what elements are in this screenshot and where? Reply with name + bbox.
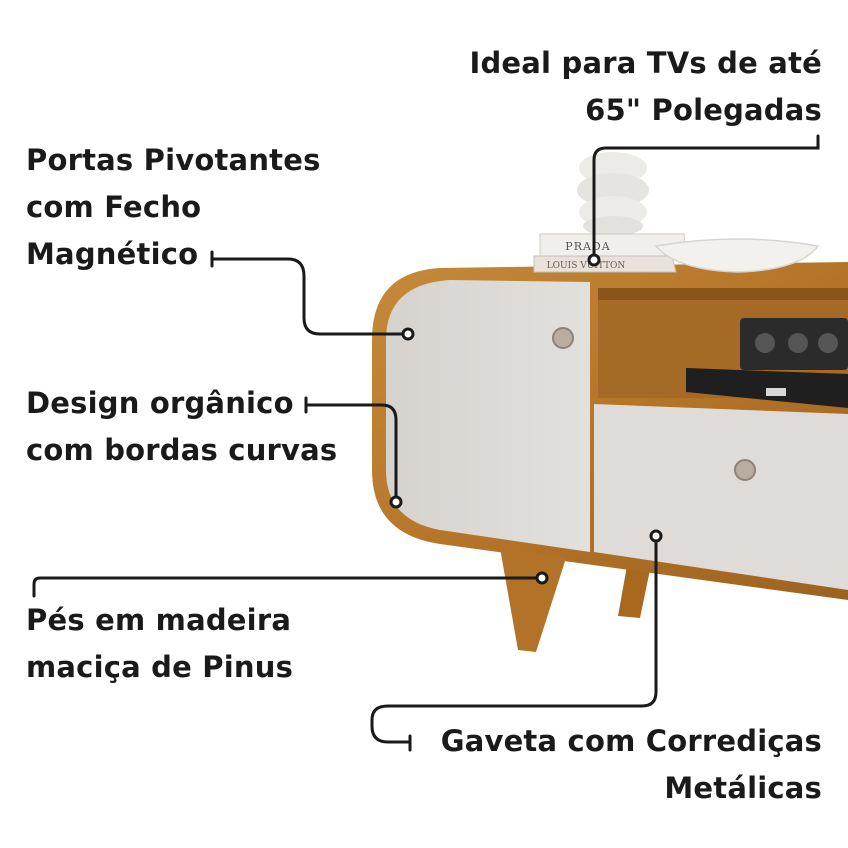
annotation-line: Gaveta com Corrediças [440, 724, 822, 758]
leader-lines [32, 134, 820, 752]
annotation-line: com bordas curvas [26, 433, 338, 467]
book-title-top: PRADA [565, 240, 610, 253]
decor-bowl [654, 238, 820, 273]
speaker-cone [755, 333, 775, 353]
dot-design [389, 495, 403, 509]
annotation-pine-feet: Pés em madeira maciça de Pinus [26, 597, 293, 691]
speaker-cone [818, 333, 838, 353]
annotation-organic-design: Design orgânico com bordas curvas [26, 380, 337, 474]
receiver-display [766, 388, 786, 396]
leader-design [304, 396, 398, 504]
annotation-line: maciça de Pinus [26, 650, 294, 684]
annotation-tv-size: Ideal para TVs de até 65" Polegadas [469, 40, 822, 134]
annotation-line: com Fecho [26, 190, 202, 224]
annotation-drawer-slides: Gaveta com Corrediças Metálicas [441, 718, 822, 812]
door-knob [552, 327, 574, 349]
left-door-panel [386, 280, 590, 552]
vase [577, 152, 649, 236]
drawer-knob [734, 459, 756, 481]
annotation-line: Ideal para TVs de até [469, 46, 822, 80]
leader-tv [592, 134, 820, 262]
leader-dots [389, 253, 663, 585]
dot-doors [401, 327, 415, 341]
annotation-line: Design orgânico [26, 386, 294, 420]
annotation-line: Portas Pivotantes [26, 143, 321, 177]
dot-tv [587, 253, 601, 267]
annotation-line: 65" Polegadas [585, 93, 822, 127]
annotation-line: Metálicas [664, 771, 822, 805]
leader-feet [32, 576, 544, 598]
dot-drawer [649, 529, 663, 543]
annotation-line: Magnético [26, 237, 199, 271]
leader-doors [210, 250, 410, 336]
annotation-pivot-doors: Portas Pivotantes com Fecho Magnético [26, 137, 321, 278]
book-title-bottom: LOUIS VUITTON [547, 261, 626, 271]
niche-shadow [598, 288, 848, 300]
leader-drawer [370, 536, 658, 752]
back-leg [618, 560, 652, 618]
front-leg [500, 548, 566, 652]
annotation-line: Pés em madeira [26, 603, 292, 637]
dot-feet [535, 571, 549, 585]
book-stack: PRADA LOUIS VUITTON [533, 233, 687, 273]
speaker-cone [788, 333, 808, 353]
